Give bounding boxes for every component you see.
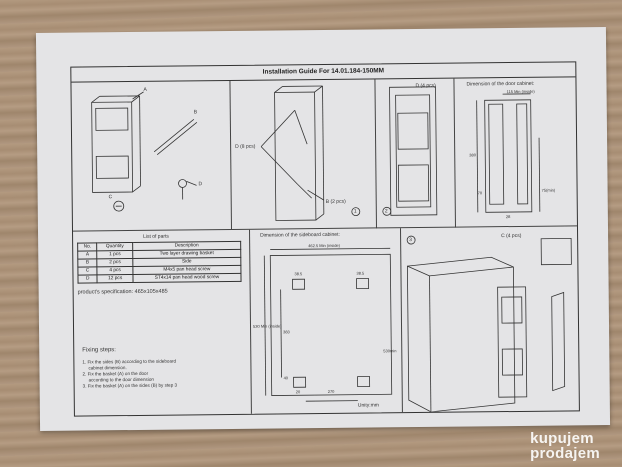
table-header: No. xyxy=(77,242,98,252)
step1-b-label: B (2 pcs) xyxy=(325,198,346,205)
sideboard-d5: 530min xyxy=(383,348,397,354)
instruction-frame: Installation Guide For 14.01.184-150MM A xyxy=(70,61,580,417)
table-cell: D xyxy=(77,274,98,284)
step3-c-label: C (4 pcs) xyxy=(501,232,522,240)
table-cell: B xyxy=(77,258,98,268)
sideboard-dimension-cell: Dimension of the sideboard cabinet: 462.… xyxy=(250,228,403,414)
door-v3: 28 xyxy=(505,214,511,220)
step1-cell: D (8 pcs) B (2 pcs) 1 xyxy=(230,79,377,230)
parts-drawing xyxy=(71,81,231,212)
list-title: List of parts xyxy=(143,233,169,240)
sideboard-min-inside: 462.5 Min (inside) xyxy=(308,242,340,249)
sideboard-d1: 38.5 xyxy=(294,271,303,277)
watermark-logo: kupujem prodajem xyxy=(530,431,600,461)
door-min-inside: 115 Min (inside) xyxy=(506,88,535,95)
door-drawing xyxy=(454,77,577,226)
fixing-step: according to the door dimension xyxy=(88,376,154,383)
table-row: D 12 pcs ST4x14 pan head wood screw xyxy=(77,273,242,284)
step1-drawing xyxy=(230,79,361,228)
sideboard-v2: 383 xyxy=(283,329,290,335)
sideboard-title: Dimension of the sideboard cabinet: xyxy=(260,231,340,239)
part-label-c: C xyxy=(108,194,113,201)
sideboard-v1: 530 Min (inside) xyxy=(252,323,282,329)
part-label-b: B xyxy=(193,109,198,116)
unit-label: Unity:mm xyxy=(357,402,380,409)
door-v2: 75(min) xyxy=(541,187,556,193)
parts-table: No. Quantity Description A 1 pcs Two lay… xyxy=(77,241,242,284)
table-cell: A xyxy=(77,250,98,260)
sideboard-v3: 40 xyxy=(283,375,289,381)
door-v1: 70 xyxy=(477,190,483,196)
watermark-line: kupujem xyxy=(530,430,594,447)
fixing-step: 1. Fix the sides (B) according to the si… xyxy=(82,358,177,365)
table-cell: C xyxy=(77,266,98,276)
sideboard-d4: 270 xyxy=(327,388,335,394)
step3-drawing xyxy=(406,235,579,412)
fixing-step: cabinet dimension. xyxy=(88,365,127,371)
watermark-line: prodajem xyxy=(530,445,600,462)
part-label-d: D xyxy=(198,181,203,188)
fixing-step: 2. Fix the basket (A) on the door xyxy=(82,370,149,377)
step1-d-label: D (8 pcs) xyxy=(235,143,256,150)
step1-number: 1 xyxy=(353,208,357,215)
part-label-a: A xyxy=(143,86,147,93)
product-spec: product's specification: 465x105x485 xyxy=(77,288,168,296)
sideboard-drawing xyxy=(250,228,402,414)
instruction-sheet: Installation Guide For 14.01.184-150MM A xyxy=(35,27,611,431)
step2-cell: D (4 pcs) 2 xyxy=(375,78,456,229)
step3-number: 3 xyxy=(409,237,412,244)
sideboard-d3: 20 xyxy=(295,389,301,395)
door-title: Dimension of the door cabinet: xyxy=(466,80,535,88)
sideboard-d2: 38.5 xyxy=(356,270,365,276)
table-cell: ST4x14 pan head wood screw xyxy=(132,273,242,283)
step2-d-label: D (4 pcs) xyxy=(415,82,436,90)
step2-drawing xyxy=(382,79,455,216)
parts-cell: A B C D xyxy=(71,80,233,232)
fixing-step: 3. Fix the basket (A) on the sides (B) b… xyxy=(82,382,178,389)
step2-number: 2 xyxy=(384,208,388,215)
step3-cell: 3 C (4 pcs) xyxy=(401,226,579,412)
door-dimension-cell: Dimension of the door cabinet: 115 Min (… xyxy=(454,77,577,228)
table-cell: 12 pcs xyxy=(97,274,133,283)
fixing-title: Fixing steps: xyxy=(82,347,116,354)
door-height: 380 xyxy=(469,152,476,158)
